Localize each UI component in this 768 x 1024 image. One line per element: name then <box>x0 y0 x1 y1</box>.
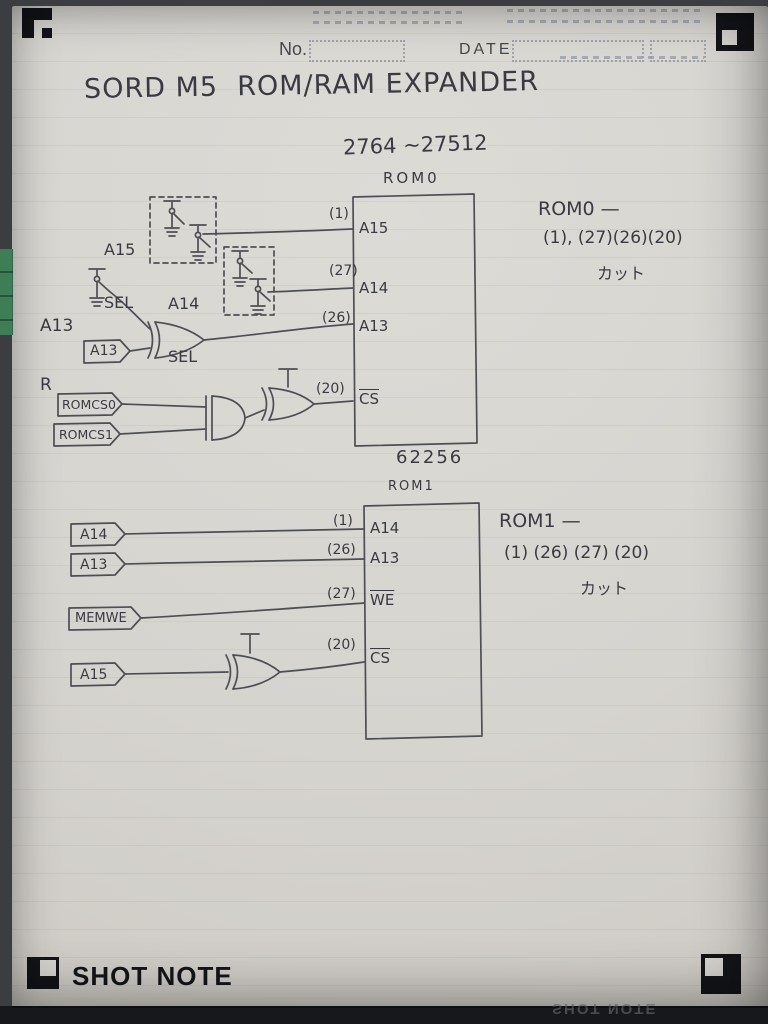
rom1-pin26-name: A13 <box>370 549 400 567</box>
corner-mark-notch <box>40 960 56 976</box>
no-label: No. <box>279 39 308 59</box>
a13-wire <box>203 323 354 341</box>
rom1-note-head: ROM1 — <box>499 510 581 532</box>
xor-gate-a13 <box>147 321 205 359</box>
rom1-chip-range: 62256 <box>396 447 464 468</box>
rom1-note-cut: カット <box>580 579 629 598</box>
rom0-chip-outline <box>352 193 478 447</box>
brand-logo-text: SHOT NOTE <box>72 961 233 991</box>
a15-wire <box>202 228 354 235</box>
rom1-a14-tag-shape <box>70 522 365 547</box>
corner-mark-dot <box>42 28 52 38</box>
brand-reflection: SHOT NOTE <box>552 1000 658 1017</box>
rom0-pin20-name: CS <box>359 390 379 408</box>
no-field-box <box>309 40 405 62</box>
date-field-box-2 <box>650 40 706 62</box>
cutting-mat-edge <box>0 249 13 335</box>
rom0-chip-range: 2764 ~27512 <box>342 130 488 160</box>
a13-r-wire <box>108 290 151 330</box>
a15-sel-label: A15 SEL <box>104 206 135 347</box>
cs0-wire <box>313 400 354 405</box>
rom1-pin27-name: WE <box>370 591 395 609</box>
rom1-a13-tag-shape <box>70 552 365 577</box>
romcs1-tag-shape <box>53 422 207 447</box>
xor-gate-cs0 <box>261 368 315 421</box>
rom0-pin27-num: (27) <box>329 263 358 279</box>
corner-mark-notch <box>722 30 737 45</box>
corner-mark-bottom-right-icon <box>701 954 741 994</box>
rom1-note-pins: (1) (26) (27) (20) <box>504 543 649 563</box>
rom0-chip-name: ROM0 <box>383 169 440 187</box>
xor-gate-cs1 <box>225 633 281 690</box>
rom0-pin1-num: (1) <box>329 206 349 222</box>
romcs0-tag-shape <box>57 392 207 417</box>
rom1-chip-outline <box>363 502 483 740</box>
date-field-box <box>512 40 644 62</box>
registration-dots <box>313 21 463 24</box>
registration-dots <box>507 9 703 12</box>
corner-mark-bottom-left-icon <box>27 957 59 989</box>
rom0-pin1-name: A15 <box>359 219 389 237</box>
romcs1-tag-label: ROMCS1 <box>59 427 113 442</box>
a13-r-line1: A13 <box>40 316 74 337</box>
a13-tag-shape <box>83 339 151 364</box>
registration-dots <box>313 11 463 14</box>
rom1-pin20-name: CS <box>370 649 390 667</box>
a14-sel-line2: SEL <box>168 346 198 366</box>
a15-sel-line2: SEL <box>104 292 134 312</box>
registration-dots <box>507 20 703 23</box>
rom0-note-cut: カット <box>597 264 646 283</box>
rom1-a13-tag-label: A13 <box>80 557 108 573</box>
romcs0-tag-label: ROMCS0 <box>62 397 116 412</box>
rom1-pin1-num: (1) <box>333 513 353 529</box>
rom0-note-head: ROM0 — <box>538 198 620 220</box>
rom1-a14-tag-label: A14 <box>80 527 108 543</box>
a15-sel-switch <box>149 196 217 264</box>
rom1-chip-name: ROM1 <box>388 479 435 494</box>
rom1-pin20-num: (20) <box>327 637 356 653</box>
rom1-a15-tag-label: A15 <box>80 667 108 683</box>
a13-tag-label: A13 <box>90 343 118 359</box>
paper-sheet <box>12 6 768 1008</box>
rom1-pin27-num: (27) <box>327 586 356 602</box>
rom1-pin1-name: A14 <box>370 519 400 537</box>
rom0-pin27-name: A14 <box>359 279 389 297</box>
rom0-pin20-num: (20) <box>316 381 345 397</box>
a13-r-line2: R <box>40 374 52 395</box>
memwe-tag-label: MEMWE <box>75 611 127 626</box>
rom0-note-pins: (1), (27)(26)(20) <box>543 228 683 248</box>
corner-mark-notch <box>705 958 723 976</box>
a13-r-label: A13 R <box>40 278 73 434</box>
a13-r-switch <box>88 268 110 307</box>
and-gate-romcs <box>205 395 265 441</box>
a14-sel-switch <box>223 246 275 316</box>
rom1-a15-tag-shape <box>70 662 229 687</box>
table-surface-strip <box>0 1006 768 1024</box>
date-label: DATE <box>459 41 513 58</box>
a14-wire <box>267 287 354 293</box>
rom0-pin26-name: A13 <box>359 317 389 335</box>
a14-sel-label: A14 SEL <box>168 260 199 401</box>
rom1-pin26-num: (26) <box>327 542 356 558</box>
rom0-pin26-num: (26) <box>322 310 351 326</box>
memwe-tag-shape <box>68 602 365 631</box>
a15-sel-line1: A15 <box>104 240 136 260</box>
cs1-wire <box>279 661 365 673</box>
a14-sel-line1: A14 <box>168 294 200 314</box>
corner-mark-top-right-icon <box>716 13 754 51</box>
registration-dots <box>560 56 704 59</box>
corner-mark-top-left-icon <box>22 8 52 38</box>
